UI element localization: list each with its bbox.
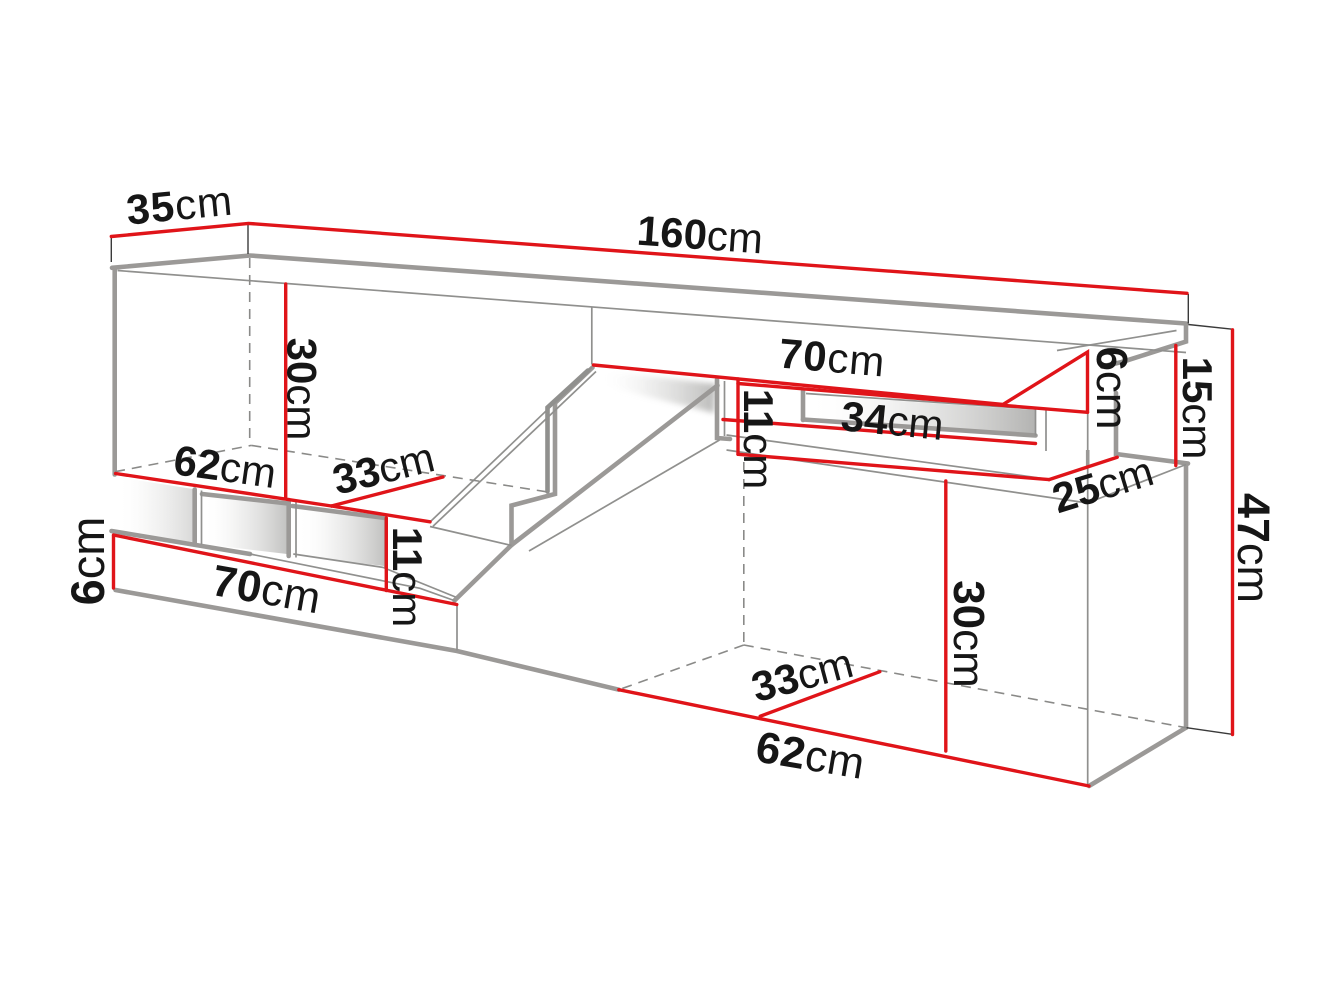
svg-text:6cm: 6cm <box>1087 346 1136 429</box>
svg-text:11cm: 11cm <box>735 389 782 489</box>
svg-text:70cm: 70cm <box>208 556 324 623</box>
svg-text:30cm: 30cm <box>944 580 993 688</box>
svg-text:15cm: 15cm <box>1174 357 1221 460</box>
svg-text:62cm: 62cm <box>752 722 868 788</box>
svg-text:11cm: 11cm <box>384 527 431 627</box>
svg-text:35cm: 35cm <box>124 177 235 234</box>
svg-text:62cm: 62cm <box>171 436 279 497</box>
svg-text:6cm: 6cm <box>61 517 114 606</box>
svg-text:70cm: 70cm <box>777 329 887 385</box>
svg-text:160cm: 160cm <box>635 207 764 263</box>
svg-text:47cm: 47cm <box>1228 493 1279 603</box>
svg-text:30cm: 30cm <box>279 338 326 441</box>
svg-text:34cm: 34cm <box>839 392 946 449</box>
svg-text:33cm: 33cm <box>328 433 439 503</box>
